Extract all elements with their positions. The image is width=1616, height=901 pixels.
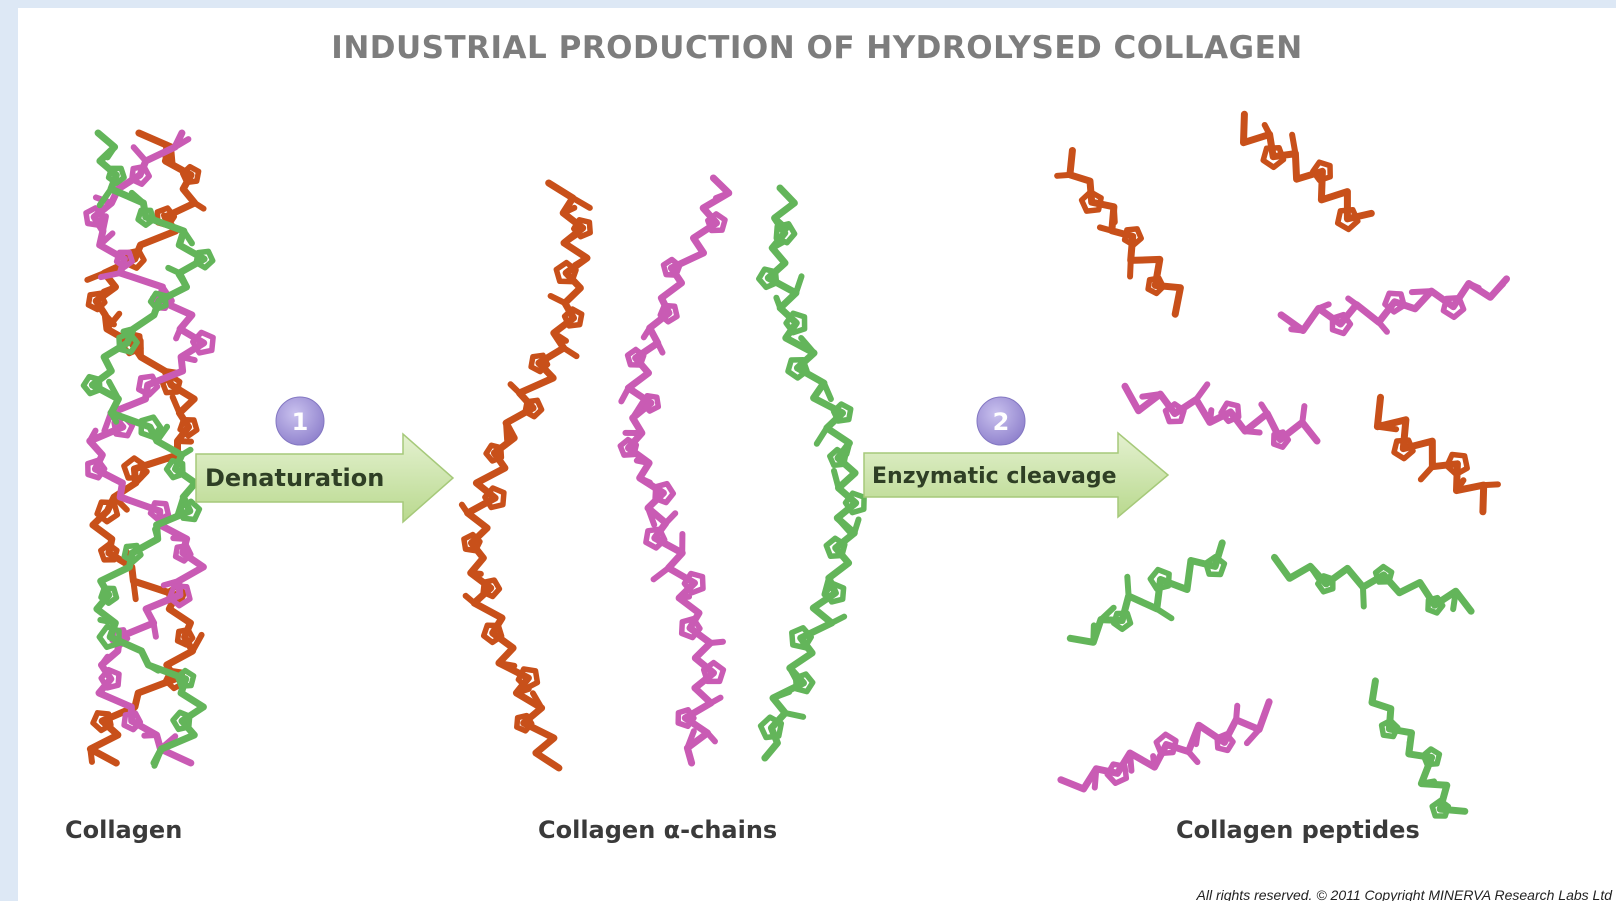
step-2-number: 2 [993, 408, 1010, 436]
peptide-fragment [1066, 539, 1228, 646]
peptide-fragment [1368, 677, 1469, 819]
peptide-fragment [1271, 553, 1475, 616]
slide: INDUSTRIAL PRODUCTION OF HYDROLYSED COLL… [18, 8, 1616, 901]
peptide-fragment [1057, 698, 1273, 793]
step-2-arrow: Enzymatic cleavage [863, 431, 1170, 519]
diagram-canvas: Denaturation 1 Enzymatic cleavage 2 [80, 110, 1510, 819]
label-alpha-chains: Collagen α-chains [538, 816, 778, 844]
collagen-peptides [1054, 110, 1510, 819]
collagen-triple-helix [80, 129, 216, 769]
peptide-fragment [1121, 381, 1321, 450]
peptide-fragment [1373, 393, 1501, 516]
copyright-notice: All rights reserved. © 2011 Copyright MI… [1196, 887, 1612, 901]
step-1-number: 1 [292, 408, 309, 436]
step-1-badge: 1 [275, 396, 325, 446]
alpha-chain-green [756, 184, 867, 762]
alpha-chain-orange [458, 179, 593, 772]
alpha-chain-magenta [617, 174, 733, 767]
step-1-label: Denaturation [205, 464, 384, 492]
peptide-fragment [1277, 275, 1510, 337]
helix-strand-magenta [83, 129, 216, 767]
step-2-badge: 2 [976, 396, 1026, 446]
step-1-arrow: Denaturation [195, 432, 455, 524]
collagen-alpha-chains [458, 174, 867, 772]
slide-title: INDUSTRIAL PRODUCTION OF HYDROLYSED COLL… [331, 30, 1303, 66]
peptide-fragment [1240, 110, 1375, 233]
label-peptides: Collagen peptides [1176, 816, 1420, 844]
label-collagen: Collagen [65, 816, 183, 844]
peptide-fragment [1054, 147, 1184, 318]
step-2-label: Enzymatic cleavage [872, 464, 1117, 489]
helix-strand-green [80, 129, 216, 769]
